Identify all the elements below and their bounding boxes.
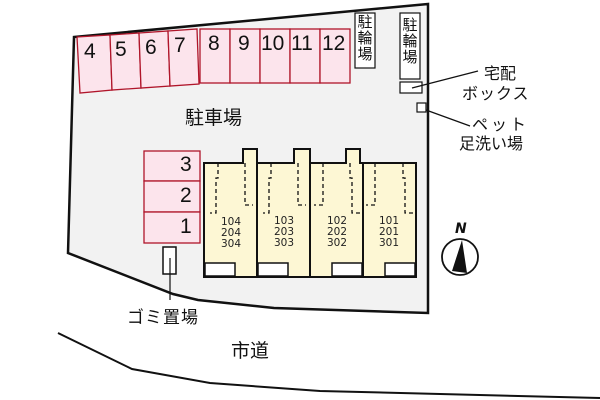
parking-lot-label: 駐車場 xyxy=(185,107,243,129)
parking-space-3: 3 xyxy=(180,153,192,176)
delivery-box-label-line1: 宅配 xyxy=(484,64,517,83)
parking-space-5: 5 xyxy=(115,38,127,61)
bicycle-parking-2-box xyxy=(399,12,421,80)
bicycle-parking-1-box xyxy=(354,12,376,69)
parking-space-9: 9 xyxy=(238,32,250,55)
parking-space-11: 11 xyxy=(291,32,313,55)
parking-spaces-top-left xyxy=(76,28,200,94)
pet-wash-label-line2: 足洗い場 xyxy=(459,134,524,153)
road-edge xyxy=(57,332,600,399)
parking-space-10: 10 xyxy=(261,32,285,55)
compass-north-label: N xyxy=(455,221,467,237)
pet-wash-label-line1: ペット xyxy=(472,115,530,134)
parking-space-12: 12 xyxy=(322,32,346,55)
unit-dividers xyxy=(256,149,364,277)
parking-space-4: 4 xyxy=(84,40,96,63)
parking-spaces-top-right xyxy=(199,28,351,84)
delivery-box xyxy=(399,81,423,94)
balconies xyxy=(204,262,416,277)
garbage-area-label: ゴミ置場 xyxy=(127,308,199,328)
road-label: 市道 xyxy=(231,340,270,362)
parking-space-1: 1 xyxy=(180,215,192,238)
parking-space-7: 7 xyxy=(174,34,186,57)
interior-dashed-lines xyxy=(210,163,413,214)
pet-wash-station xyxy=(416,102,427,113)
bicycle-parking-1-label: 駐輪場 xyxy=(357,13,373,63)
bicycle-parking-2-label: 駐輪場 xyxy=(402,16,418,66)
parking-space-2: 2 xyxy=(180,184,192,207)
parking-spaces-left xyxy=(143,150,201,244)
north-compass-icon xyxy=(441,238,479,276)
parking-space-8: 8 xyxy=(208,32,220,55)
delivery-box-label-line2: ボックス xyxy=(462,84,530,103)
parking-space-6: 6 xyxy=(145,36,157,59)
